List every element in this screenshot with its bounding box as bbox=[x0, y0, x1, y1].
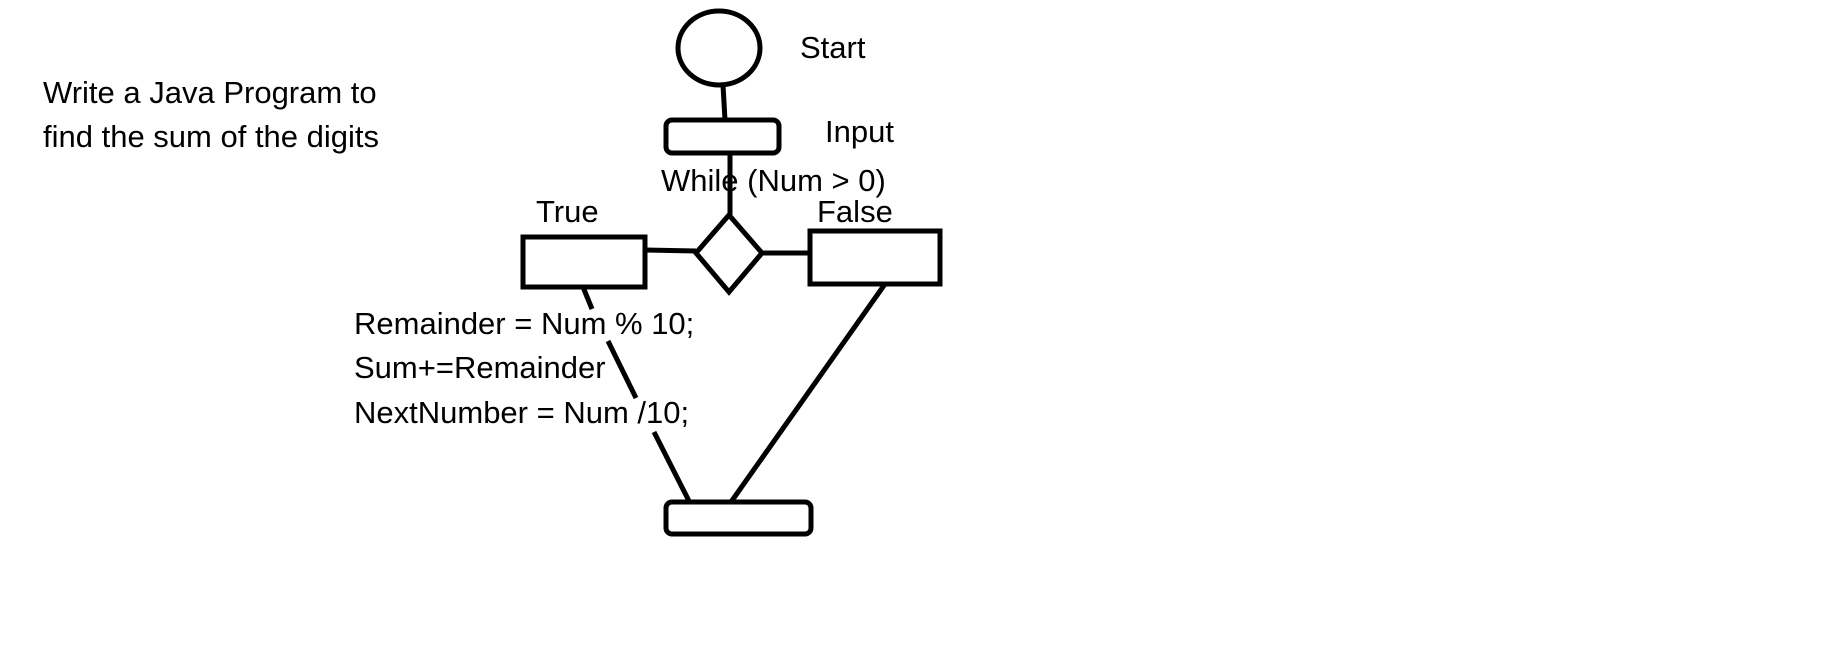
false-process-box bbox=[807, 228, 943, 287]
code-line-3: NextNumber = Num /10; bbox=[354, 395, 689, 430]
title-line-1: Write a Java Program to bbox=[43, 75, 377, 110]
title-line-2: find the sum of the digits bbox=[43, 119, 379, 154]
condition-label: While (Num > 0) bbox=[661, 163, 886, 198]
connector-true-end-segment-1 bbox=[580, 286, 595, 310]
start-label: Start bbox=[800, 30, 866, 65]
code-line-1: Remainder = Num % 10; bbox=[354, 306, 694, 341]
connector-true-end-segment-2 bbox=[605, 339, 639, 400]
connector-decision-true bbox=[644, 247, 697, 254]
connector-start-input bbox=[720, 84, 728, 121]
connector-false-end bbox=[728, 282, 888, 504]
decision-diamond bbox=[692, 211, 766, 296]
input-box bbox=[663, 117, 782, 156]
input-label: Input bbox=[825, 114, 894, 149]
start-terminal bbox=[675, 8, 763, 88]
connector-true-end-segment-3 bbox=[651, 430, 693, 505]
true-branch-label: True bbox=[536, 194, 599, 229]
true-process-box bbox=[520, 234, 648, 290]
false-branch-label: False bbox=[817, 194, 893, 229]
end-terminal bbox=[663, 499, 814, 537]
code-line-2: Sum+=Remainder bbox=[354, 350, 606, 385]
